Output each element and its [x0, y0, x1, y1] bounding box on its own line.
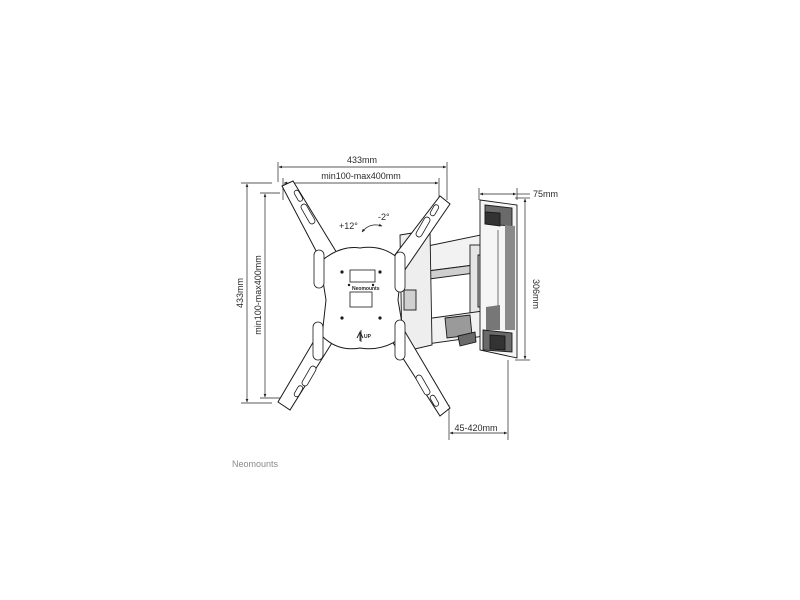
dim-width-outer-label: 433mm	[347, 155, 377, 165]
dim-height-vesa-label: min100-max400mm	[253, 255, 263, 335]
footer-brand: Neomounts	[232, 459, 279, 469]
dim-height-outer-label: 433mm	[235, 278, 245, 308]
plate-logo: Neomounts	[352, 286, 380, 292]
vesa-adapter-plate	[277, 180, 451, 417]
dim-bracket-height-label: 306mm	[531, 279, 541, 309]
swing-arm-assembly	[399, 199, 518, 359]
tilt-arc-icon	[361, 223, 383, 233]
up-label: UP	[364, 334, 372, 340]
up-arrow-icon	[356, 330, 364, 341]
tilt-up-label: +12°	[339, 221, 358, 231]
dim-width-vesa-label: min100-max400mm	[321, 171, 401, 181]
tilt-down-label: -2°	[378, 212, 390, 222]
dimension-lines	[241, 162, 530, 440]
dim-extension-label: 45-420mm	[454, 423, 497, 433]
dim-depth-label: 75mm	[533, 189, 558, 199]
